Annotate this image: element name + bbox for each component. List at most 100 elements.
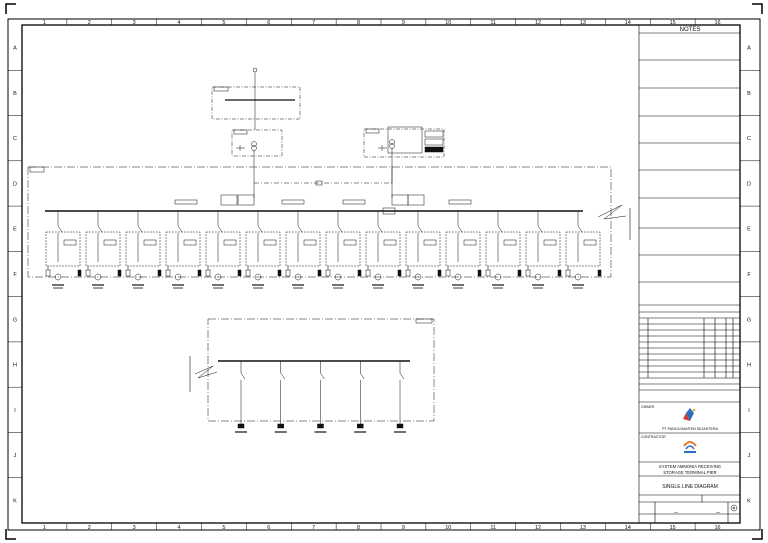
upper-diagram: [27, 67, 627, 278]
drawing-number-dash: –: [674, 510, 678, 516]
column-label: 11: [490, 525, 496, 531]
column-label: 13: [580, 20, 586, 26]
row-label: A: [747, 46, 751, 52]
feeder-circuit: [365, 211, 402, 289]
column-label: 7: [312, 525, 315, 531]
feeder-circuit: [325, 211, 362, 289]
row-label: K: [747, 498, 751, 504]
lower-diagram: [194, 318, 435, 422]
column-label: 2: [88, 20, 91, 26]
feeder-circuit: [354, 361, 367, 433]
row-label: I: [14, 408, 16, 414]
project-title-line-2: STORAGE TERMINAL PIER: [663, 470, 716, 475]
row-label: B: [747, 91, 751, 97]
feeder-circuit: [205, 211, 242, 289]
column-label: 2: [88, 525, 91, 531]
column-label: 3: [133, 525, 136, 531]
column-label: 15: [670, 525, 676, 531]
column-label: 11: [490, 20, 496, 26]
outer-frame: [7, 18, 761, 531]
row-label: J: [14, 453, 17, 459]
row-label: H: [13, 363, 17, 369]
column-label: 15: [670, 20, 676, 26]
column-label: 4: [178, 525, 181, 531]
column-label: 5: [222, 525, 225, 531]
column-label: 13: [580, 525, 586, 531]
title-block-text: NOTES OWNER CONTRACTOR PT PANCA MANTEN S…: [641, 27, 721, 516]
column-label: 16: [715, 525, 721, 531]
row-label: D: [747, 181, 751, 187]
column-label: 12: [535, 20, 541, 26]
column-label: 4: [178, 20, 181, 26]
contractor-logo: [683, 441, 697, 453]
row-label: C: [747, 136, 751, 142]
compass-symbol: [730, 504, 738, 512]
column-label: 14: [625, 525, 631, 531]
column-label: 8: [357, 525, 360, 531]
row-label: A: [13, 46, 17, 52]
feeder-circuit: [85, 211, 122, 289]
feeder-circuit: [314, 361, 327, 433]
feeder-circuit: [245, 211, 282, 289]
column-label: 9: [402, 525, 405, 531]
feeder-circuit: [445, 211, 482, 289]
column-label: 8: [357, 20, 360, 26]
row-label: B: [13, 91, 17, 97]
row-label: E: [747, 227, 751, 233]
feeder-circuit: [485, 211, 522, 289]
feeder-circuit: [125, 211, 162, 289]
crop-marks: [5, 3, 763, 540]
row-label: J: [748, 453, 751, 459]
column-label: 10: [445, 525, 451, 531]
feeder-circuit: [394, 361, 406, 433]
column-label: 6: [267, 525, 270, 531]
feeder-circuit: [274, 361, 287, 433]
column-label: 1: [43, 525, 46, 531]
column-label: 16: [715, 20, 721, 26]
row-label: H: [747, 363, 751, 369]
feeder-circuit: [285, 211, 322, 289]
owner-label: OWNER: [641, 405, 655, 409]
upper-feeders: [45, 211, 602, 289]
contractor-label: CONTRACTOR: [641, 435, 666, 439]
feeder-circuit: [165, 211, 202, 289]
row-label: G: [13, 317, 17, 323]
feeder-circuit: [405, 211, 442, 289]
row-label: G: [747, 317, 751, 323]
column-label: 12: [535, 525, 541, 531]
column-label: 14: [625, 20, 631, 26]
side-reference-marks: [189, 208, 631, 392]
column-label: 7: [312, 20, 315, 26]
row-ruler-right: A B C D E F G H I J K: [740, 46, 760, 504]
column-label: 5: [222, 20, 225, 26]
column-label: 9: [402, 20, 405, 26]
feeder-circuit: [525, 211, 562, 289]
revision-dash: –: [716, 510, 720, 516]
column-label: 3: [133, 20, 136, 26]
title-block: [638, 25, 740, 523]
row-label: F: [13, 272, 17, 278]
column-label: 1: [43, 20, 46, 26]
row-label: D: [13, 181, 17, 187]
company-name: PT PANCA MANTEN SEJAHTERA: [662, 427, 718, 431]
drawing-title: SINGLE LINE DIAGRAM: [662, 484, 718, 490]
column-label: 6: [267, 20, 270, 26]
owner-logo: [683, 408, 696, 421]
column-label: 10: [445, 20, 451, 26]
lower-feeders: [235, 361, 406, 433]
row-label: K: [13, 498, 17, 504]
row-label: E: [13, 227, 17, 233]
notes-title: NOTES: [680, 27, 701, 33]
row-label: I: [748, 408, 750, 414]
feeder-circuit: [45, 211, 82, 289]
feeder-circuit: [235, 361, 247, 433]
inner-frame: [21, 24, 741, 524]
project-title-line-1: SYSTEM AMMONIA RECEIVING: [659, 464, 721, 469]
row-ruler-left: A B C D E F G H I J K: [8, 46, 22, 504]
row-label: F: [747, 272, 751, 278]
row-label: C: [13, 136, 17, 142]
feeder-circuit: [565, 211, 602, 289]
